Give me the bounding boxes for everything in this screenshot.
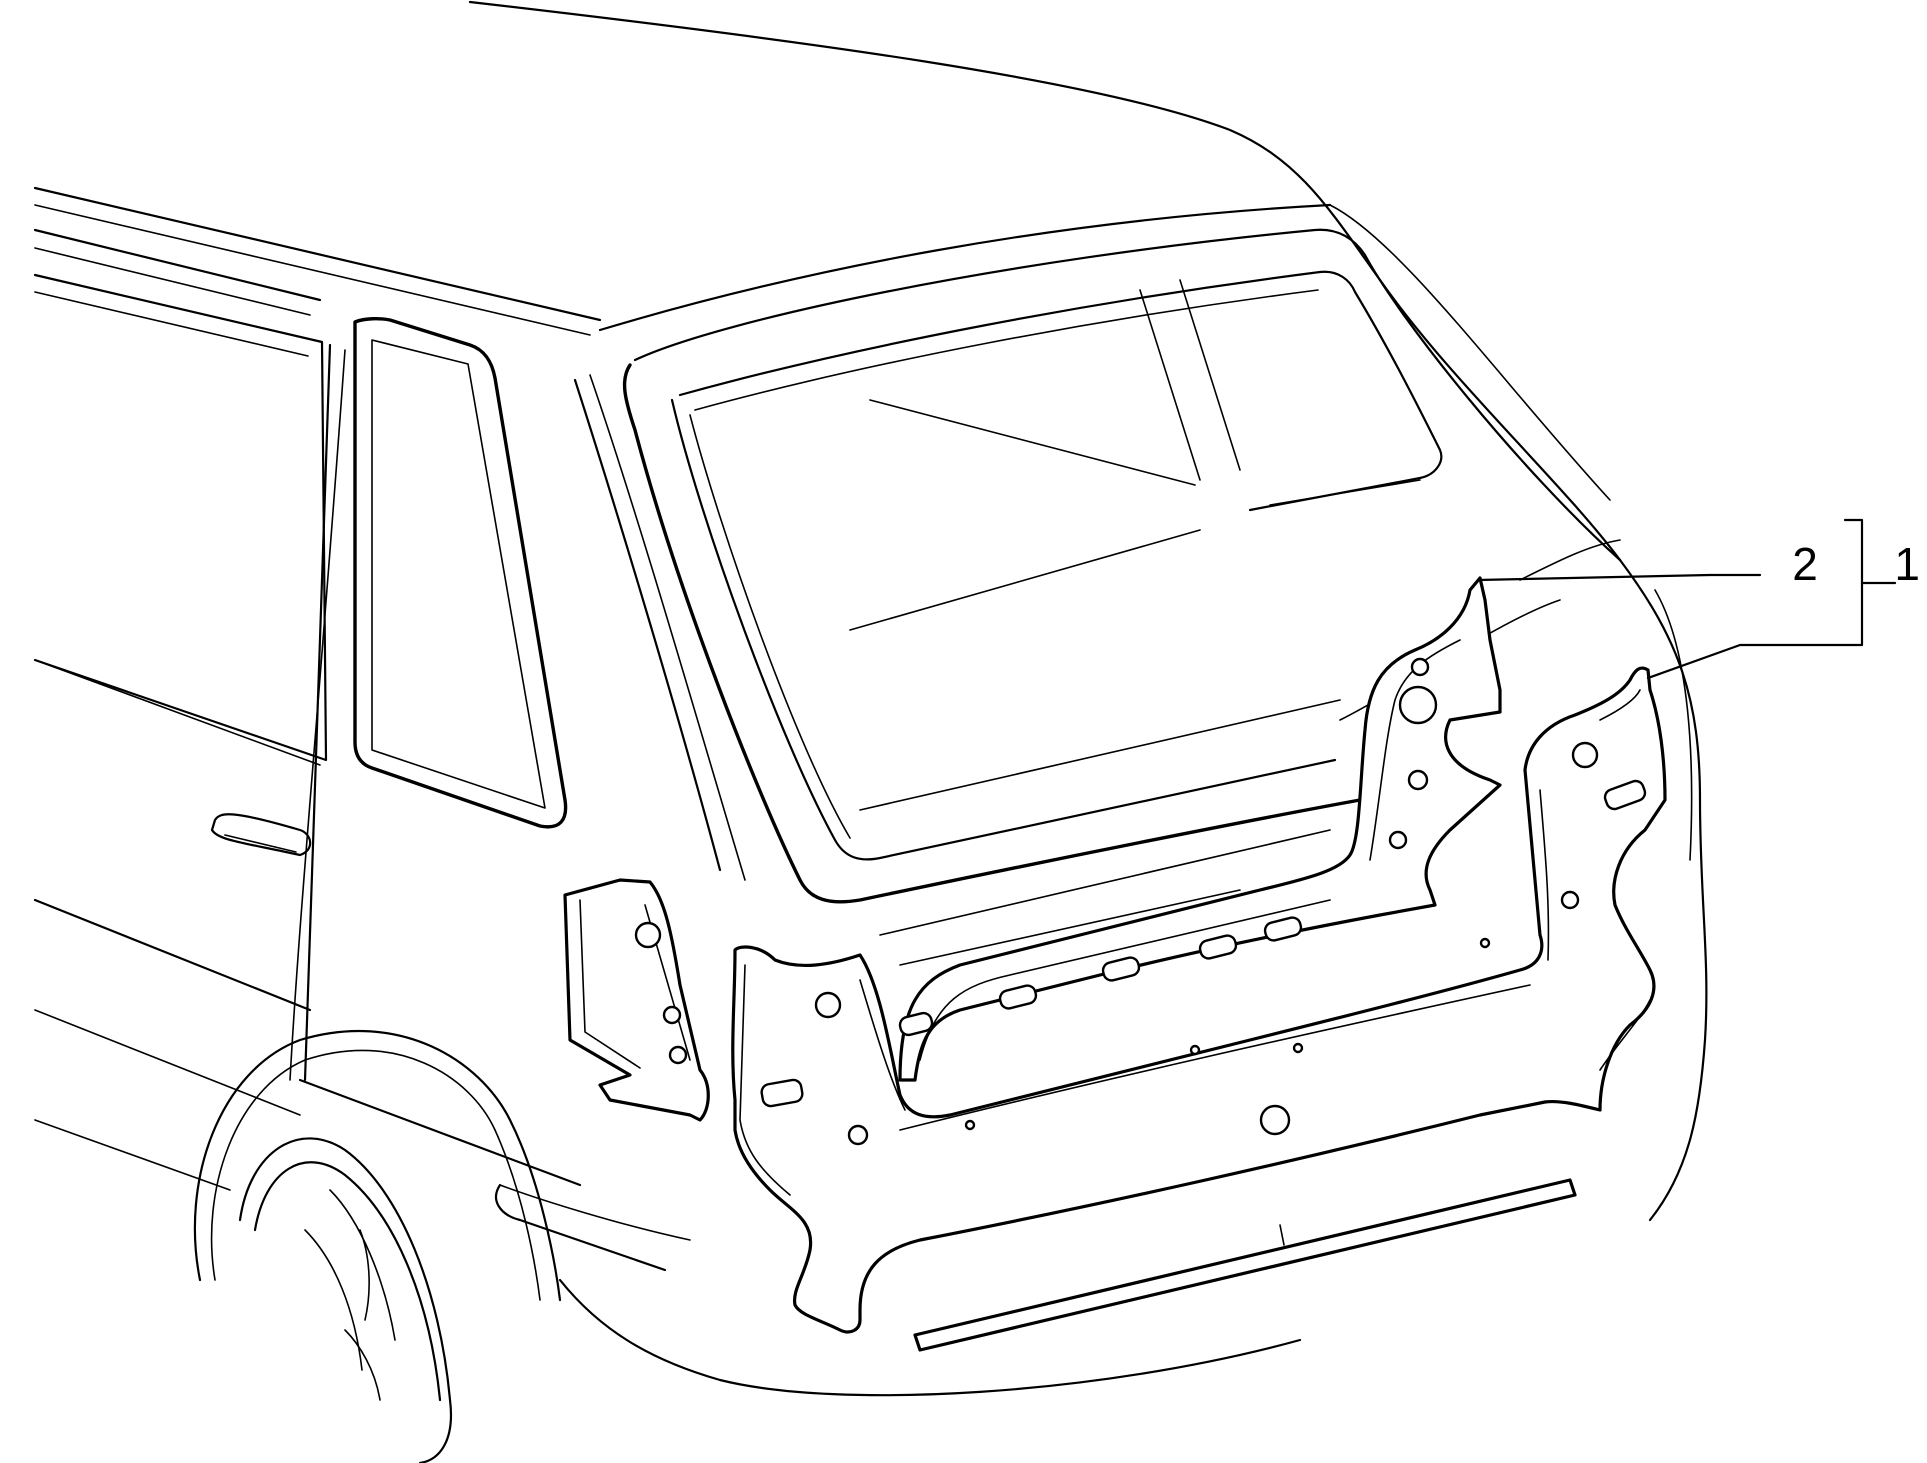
leader-line-1 [1646, 643, 1742, 680]
leader-line-2 [1476, 573, 1712, 582]
part-1-rear-panel [731, 666, 1667, 1352]
left-inner-bracket [563, 878, 710, 1122]
callout-1-label: 1 [1894, 538, 1920, 590]
part-2-upper-inner-panel [898, 576, 1502, 1082]
rear-wheel [193, 1030, 562, 1463]
callouts: 2 1 [1476, 518, 1920, 680]
callout-2-label: 2 [1792, 538, 1818, 590]
car-body [33, 0, 1708, 1397]
rear-hatch-window [622, 228, 1622, 966]
